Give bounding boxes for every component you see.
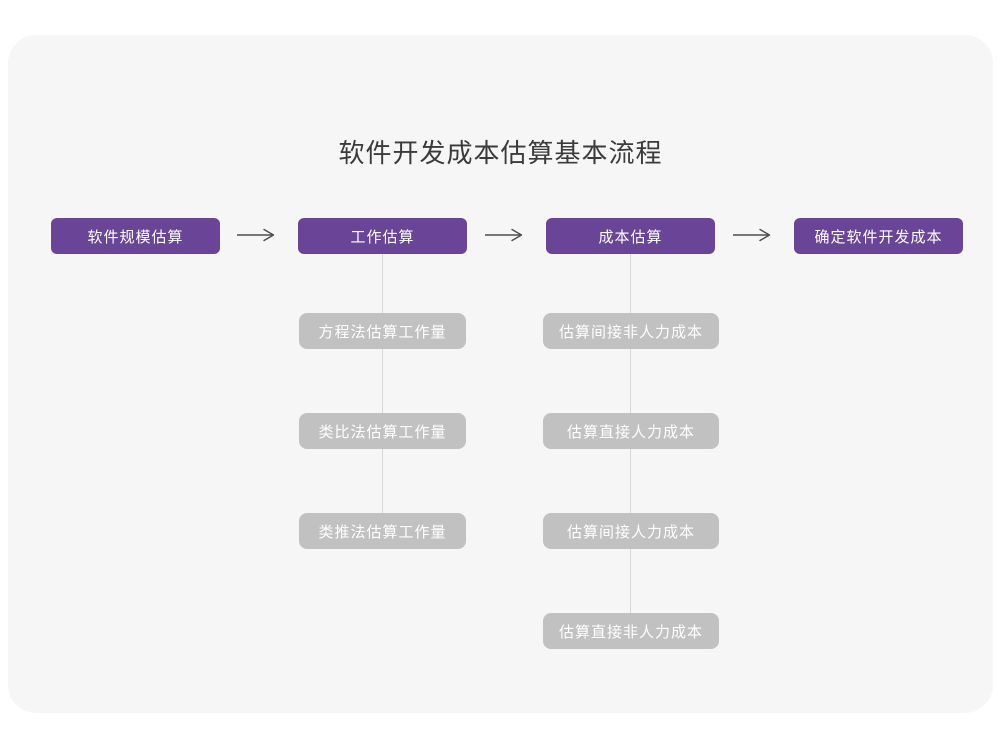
sub-node-effort-extrapolation: 类推法估算工作量 [299, 513, 466, 549]
diagram-card: 软件开发成本估算基本流程 软件规模估算 工作估算 成本估算 确定软件开发成本 [8, 35, 993, 713]
sub-node-effort-equation: 方程法估算工作量 [299, 313, 466, 349]
sub-node-cost-direct-labor: 估算直接人力成本 [543, 413, 719, 449]
flow-arrow-icon [485, 228, 523, 242]
flow-node-cost-estimation: 成本估算 [546, 218, 715, 254]
sub-node-label: 估算直接人力成本 [566, 423, 695, 441]
sub-node-label: 估算间接非人力成本 [558, 323, 703, 341]
flow-arrow-icon [237, 228, 275, 242]
flow-node-label: 工作估算 [350, 228, 415, 246]
flow-arrow-icon [733, 228, 771, 242]
sub-node-cost-indirect-nonlabor: 估算间接非人力成本 [543, 313, 719, 349]
flow-node-label: 确定软件开发成本 [814, 228, 943, 246]
sub-node-label: 类比法估算工作量 [318, 423, 447, 441]
flow-node-final-cost: 确定软件开发成本 [794, 218, 963, 254]
flow-node-effort-estimation: 工作估算 [298, 218, 467, 254]
sub-node-cost-direct-nonlabor: 估算直接非人力成本 [543, 613, 719, 649]
sub-node-label: 估算间接人力成本 [566, 523, 695, 541]
flow-node-label: 软件规模估算 [87, 228, 184, 246]
sub-node-cost-indirect-labor: 估算间接人力成本 [543, 513, 719, 549]
sub-node-effort-analogy: 类比法估算工作量 [299, 413, 466, 449]
flow-node-scale-estimation: 软件规模估算 [51, 218, 220, 254]
sub-node-label: 估算直接非人力成本 [558, 623, 703, 641]
flow-node-label: 成本估算 [598, 228, 663, 246]
diagram-title: 软件开发成本估算基本流程 [338, 138, 663, 168]
sub-node-label: 方程法估算工作量 [318, 323, 447, 341]
sub-node-label: 类推法估算工作量 [318, 523, 447, 541]
connector-line-effort [382, 254, 383, 516]
